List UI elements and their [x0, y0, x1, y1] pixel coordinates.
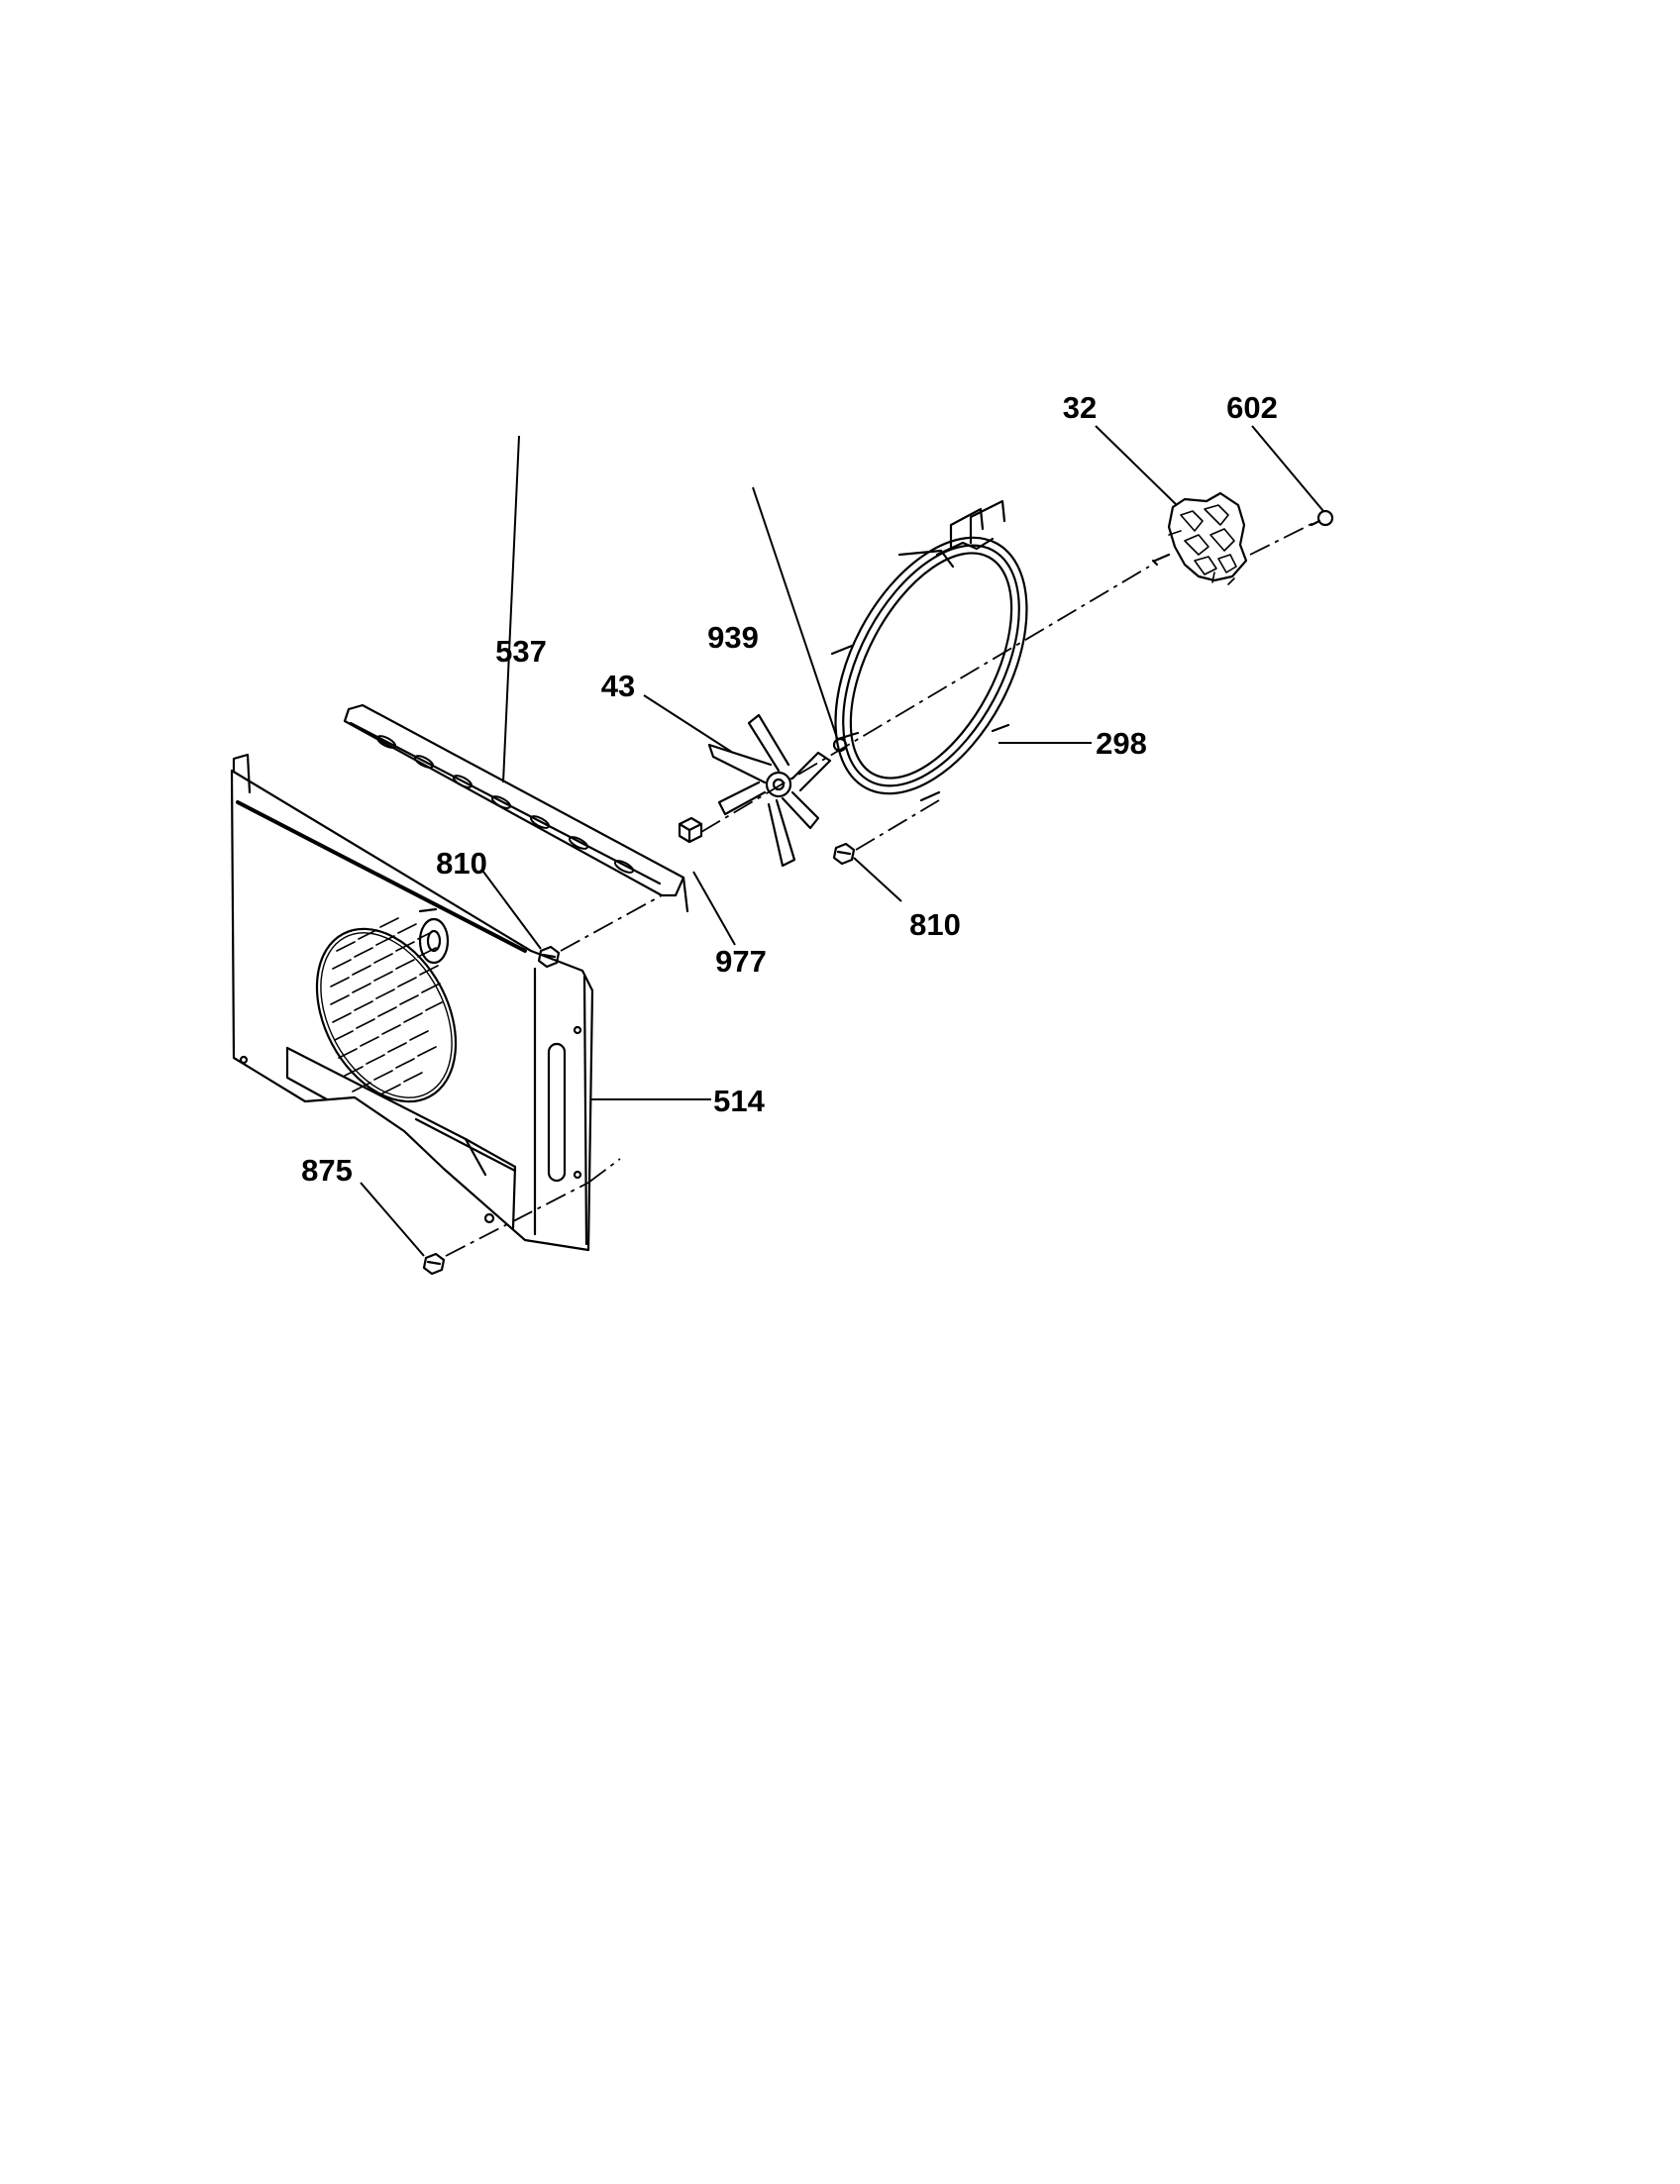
heating-element [830, 499, 1028, 802]
fan-motor [1151, 491, 1248, 585]
bracket [343, 703, 689, 913]
vent-grille [315, 917, 458, 1103]
callout-875: 875 [301, 1153, 353, 1188]
callout-602: 602 [1226, 390, 1278, 425]
callout-977: 977 [715, 944, 767, 979]
callout-810-bracket: 810 [436, 846, 487, 881]
bracket-screw [537, 945, 561, 969]
callout-810-element: 810 [909, 907, 961, 942]
blade-nut [678, 816, 703, 844]
callout-298: 298 [1096, 726, 1147, 761]
fan-blade [707, 713, 832, 868]
leader-lines [360, 425, 1324, 1257]
motor-screw [1310, 509, 1334, 527]
assembly-axes [445, 520, 1318, 1257]
callout-43: 43 [601, 669, 635, 703]
cover-panel [230, 753, 594, 1252]
panel-screw [422, 1252, 446, 1276]
callout-939: 939 [707, 620, 759, 655]
callout-32: 32 [1063, 390, 1097, 425]
callout-537: 537 [495, 634, 547, 669]
element-screw [832, 842, 856, 866]
callout-514: 514 [713, 1084, 765, 1118]
